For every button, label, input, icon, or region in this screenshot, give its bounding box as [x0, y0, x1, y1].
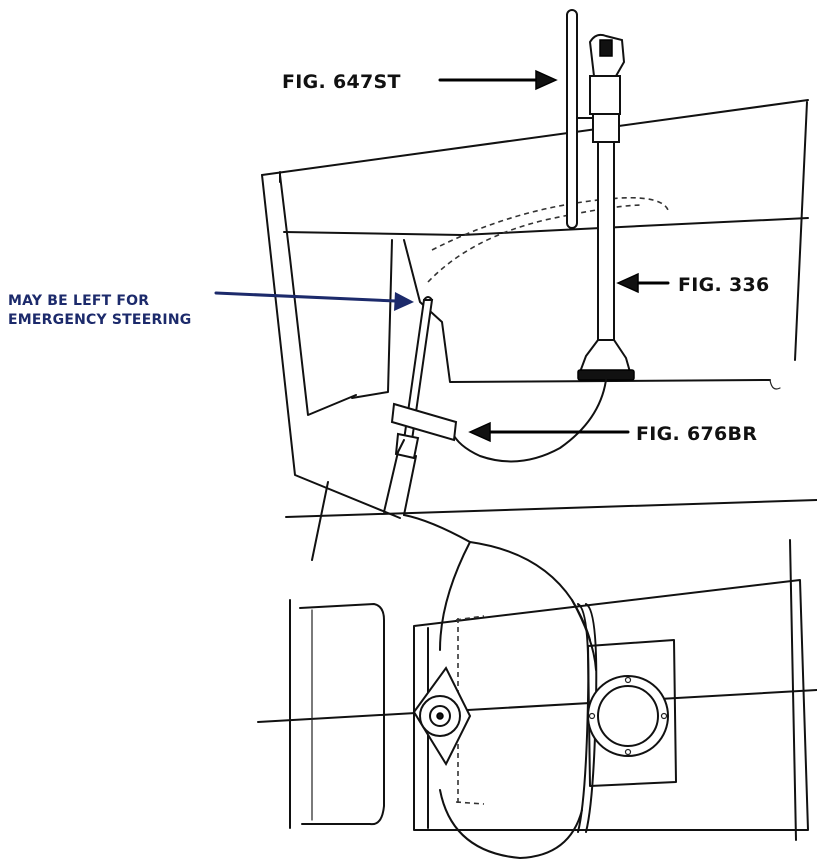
top-view [257, 481, 817, 859]
hull-bottom-detail [769, 379, 781, 390]
label-fig-647st: FIG. 647ST [282, 71, 401, 93]
helm-head-dark-cap [599, 39, 613, 57]
tiller-lower-sleeve [394, 432, 420, 460]
arrow-emergency-shaft [214, 291, 398, 303]
bezel-hole-top [624, 676, 632, 684]
side-view [261, 9, 809, 519]
bezel-hole-right [660, 712, 668, 720]
bezel-hole-bottom [624, 748, 632, 756]
arrow-336-head [616, 272, 639, 294]
label-fig-336: FIG. 336 [678, 274, 770, 296]
hull-right-edge [794, 101, 808, 361]
steering-cable-loop [451, 379, 607, 463]
cable-route-dashed-upper [431, 196, 669, 251]
steering-sweep-circle-bottom [439, 789, 583, 859]
motorwell-side [351, 239, 393, 399]
hatch-top-area [455, 615, 485, 621]
bezel-inner-ring [597, 685, 659, 747]
helm-base-plate [577, 369, 635, 381]
top-view-center-line [257, 689, 817, 723]
helm-collar [592, 113, 620, 143]
motor-shaft-lower-2 [403, 455, 417, 516]
boat-plan-outline [413, 579, 809, 831]
steering-sweep-arc-top [403, 514, 591, 641]
top-view-upper-reference-line [285, 499, 817, 518]
hull-top-edge [261, 99, 809, 176]
leader-arrows [214, 69, 670, 443]
helm-pedestal-base [578, 339, 632, 373]
motor-shaft-upper [397, 439, 405, 453]
motor-cowl-box [299, 603, 385, 826]
motor-shaft-lower [383, 451, 399, 513]
sheer-line [283, 217, 809, 236]
bezel-square-outline [587, 639, 677, 787]
helm-mount-center [436, 712, 444, 720]
transom-inner-edge [279, 174, 357, 416]
label-fig-676br: FIG. 676BR [636, 423, 757, 445]
cable-clamp-block [390, 402, 458, 442]
callout-labels: FIG. 647ST FIG. 336 FIG. 676BR MAY BE LE… [8, 71, 770, 445]
boat-plan-right-edge [789, 539, 797, 841]
steering-wheel-rim [566, 9, 578, 229]
steering-sweep-circle-right [571, 599, 597, 671]
arrow-emergency-head [394, 292, 414, 311]
hatch-bottom-area [455, 801, 485, 805]
arrow-676br-head [468, 421, 491, 443]
helm-pedestal-tube [597, 141, 615, 341]
tiller-arm-tip [423, 296, 433, 301]
bezel-hole-left [588, 712, 596, 720]
boat-plan-rib [577, 603, 590, 833]
arrow-647st-head [535, 69, 558, 91]
label-emergency-line2: EMERGENCY STEERING [8, 312, 191, 328]
well-front-wall [403, 239, 771, 383]
steering-sweep-circle-left [439, 541, 471, 651]
label-emergency-line1: MAY BE LEFT FOR [8, 293, 149, 309]
top-view-transom-left-line [311, 481, 329, 561]
transom-outer-edge [261, 174, 401, 519]
helm-upper-body [589, 75, 621, 115]
